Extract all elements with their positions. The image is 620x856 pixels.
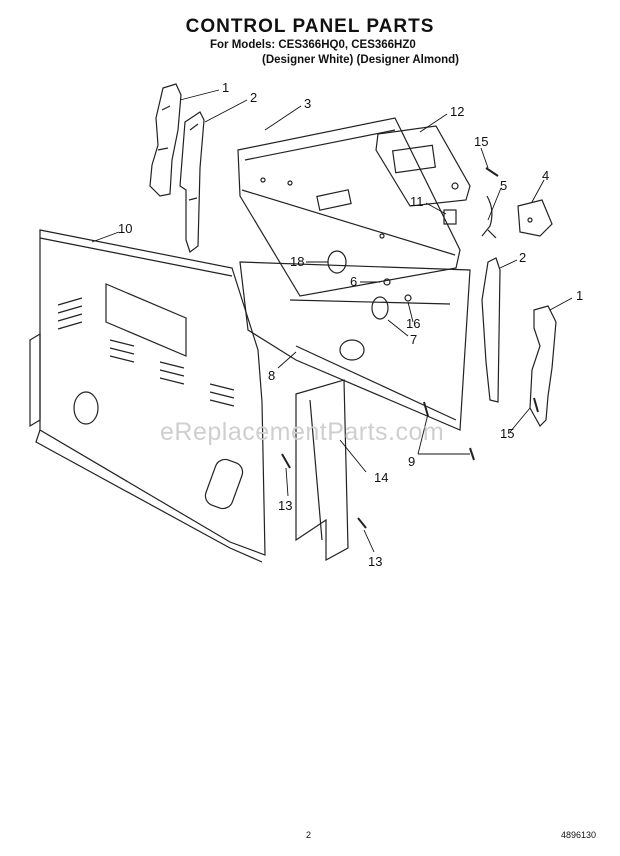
model-subtitle: For Models: CES366HQ0, CES366HZ0 (Design…	[210, 38, 459, 68]
part-13-screw-left	[281, 453, 291, 469]
watermark: eReplacementParts.com	[160, 418, 445, 446]
callout-13-right: 13	[368, 554, 382, 569]
callout-9: 9	[408, 454, 415, 469]
callout-15-lower: 15	[500, 426, 514, 441]
part-15-lower-screw	[533, 397, 539, 413]
callout-14: 14	[374, 470, 388, 485]
models-line: For Models: CES366HQ0, CES366HZ0	[210, 39, 416, 51]
part-2-left-bracket	[179, 111, 205, 253]
part-18-knob	[327, 250, 347, 274]
callout-6: 6	[350, 274, 357, 289]
document-number: 4896130	[561, 830, 597, 840]
part-10-back-guard	[39, 229, 266, 556]
callout-16: 16	[406, 316, 420, 331]
part-6-part	[383, 278, 391, 286]
part-12-clock-display	[375, 125, 471, 207]
page-number: 2	[306, 830, 312, 840]
callout-5: 5	[500, 178, 507, 193]
part-3-control-panel	[237, 117, 461, 297]
callout-13-left: 13	[278, 498, 292, 513]
part-11-switch	[443, 209, 457, 225]
part-5-wire	[481, 195, 493, 237]
part-15-upper-screw	[485, 167, 499, 177]
callout-7: 7	[410, 332, 417, 347]
part-16-knob	[371, 296, 389, 320]
part-8-rear-panel	[239, 261, 471, 431]
callout-11: 11	[410, 194, 424, 209]
callout-2-right: 2	[519, 250, 526, 265]
part-4-terminal-block	[517, 199, 553, 237]
part-14-side-trim	[295, 379, 349, 562]
part-1-right-end-cap	[529, 305, 557, 427]
callout-1-left: 1	[222, 80, 229, 95]
callout-4: 4	[542, 168, 549, 183]
callout-15-upper: 15	[474, 134, 488, 149]
colors-line: (Designer White) (Designer Almond)	[262, 54, 459, 66]
callout-2-left: 2	[250, 90, 257, 105]
page-title: CONTROL PANEL PARTS	[185, 16, 435, 37]
callout-8: 8	[268, 368, 275, 383]
callout-3: 3	[304, 96, 311, 111]
callout-12: 12	[450, 104, 464, 119]
callout-1-right: 1	[576, 288, 583, 303]
callout-10: 10	[118, 221, 132, 236]
callout-18: 18	[290, 254, 304, 269]
part-1-left-end-cap	[149, 83, 182, 197]
part-2-right-bracket	[481, 257, 501, 403]
part-13-screw-right	[357, 517, 367, 529]
part-9-screws	[423, 401, 475, 461]
